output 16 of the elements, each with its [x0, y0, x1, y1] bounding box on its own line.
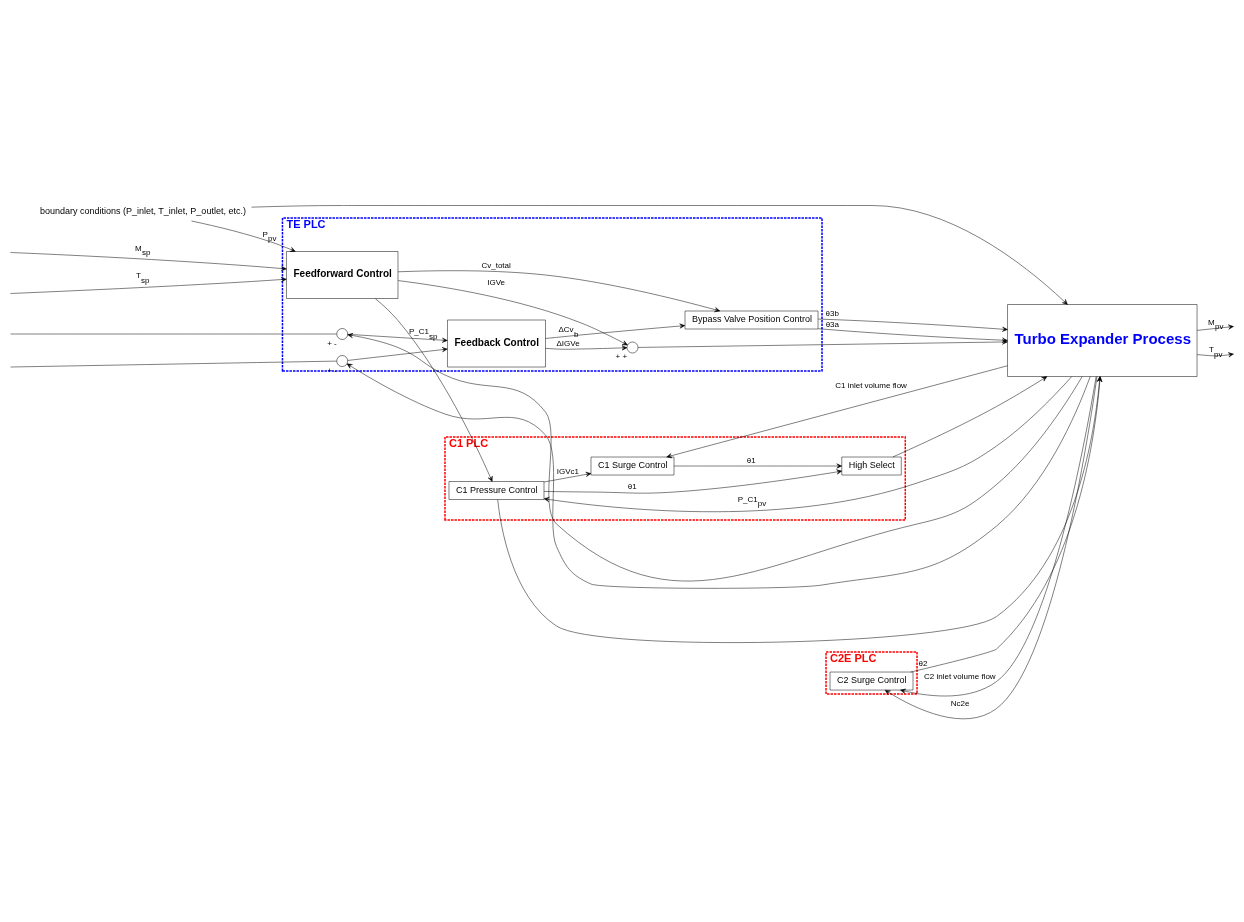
- node-label: + -: [327, 365, 337, 375]
- edge-label: θ3b: [825, 309, 839, 319]
- edge-label: C2 inlet volume flow: [924, 671, 996, 681]
- edge-label: Cv_total: [481, 261, 511, 271]
- edge-label: IGVc1: [556, 466, 579, 476]
- edge-label: θ3a: [825, 319, 840, 329]
- edge-label: IGVe: [487, 278, 506, 288]
- edge-label: Nc2e: [950, 698, 970, 708]
- node-label: + -: [327, 338, 337, 348]
- edge-label: ΔIGVe: [556, 339, 580, 349]
- node-text: boundary conditions (P_inlet, T_inlet, P_outlet, etc.): [39, 206, 246, 217]
- edge-label: θ1: [746, 456, 756, 466]
- edge-label: θ1: [627, 482, 637, 492]
- edge-label: C1 inlet volume flow: [835, 381, 907, 391]
- node-label: + +: [615, 352, 628, 362]
- edge-label: θ2: [918, 658, 928, 668]
